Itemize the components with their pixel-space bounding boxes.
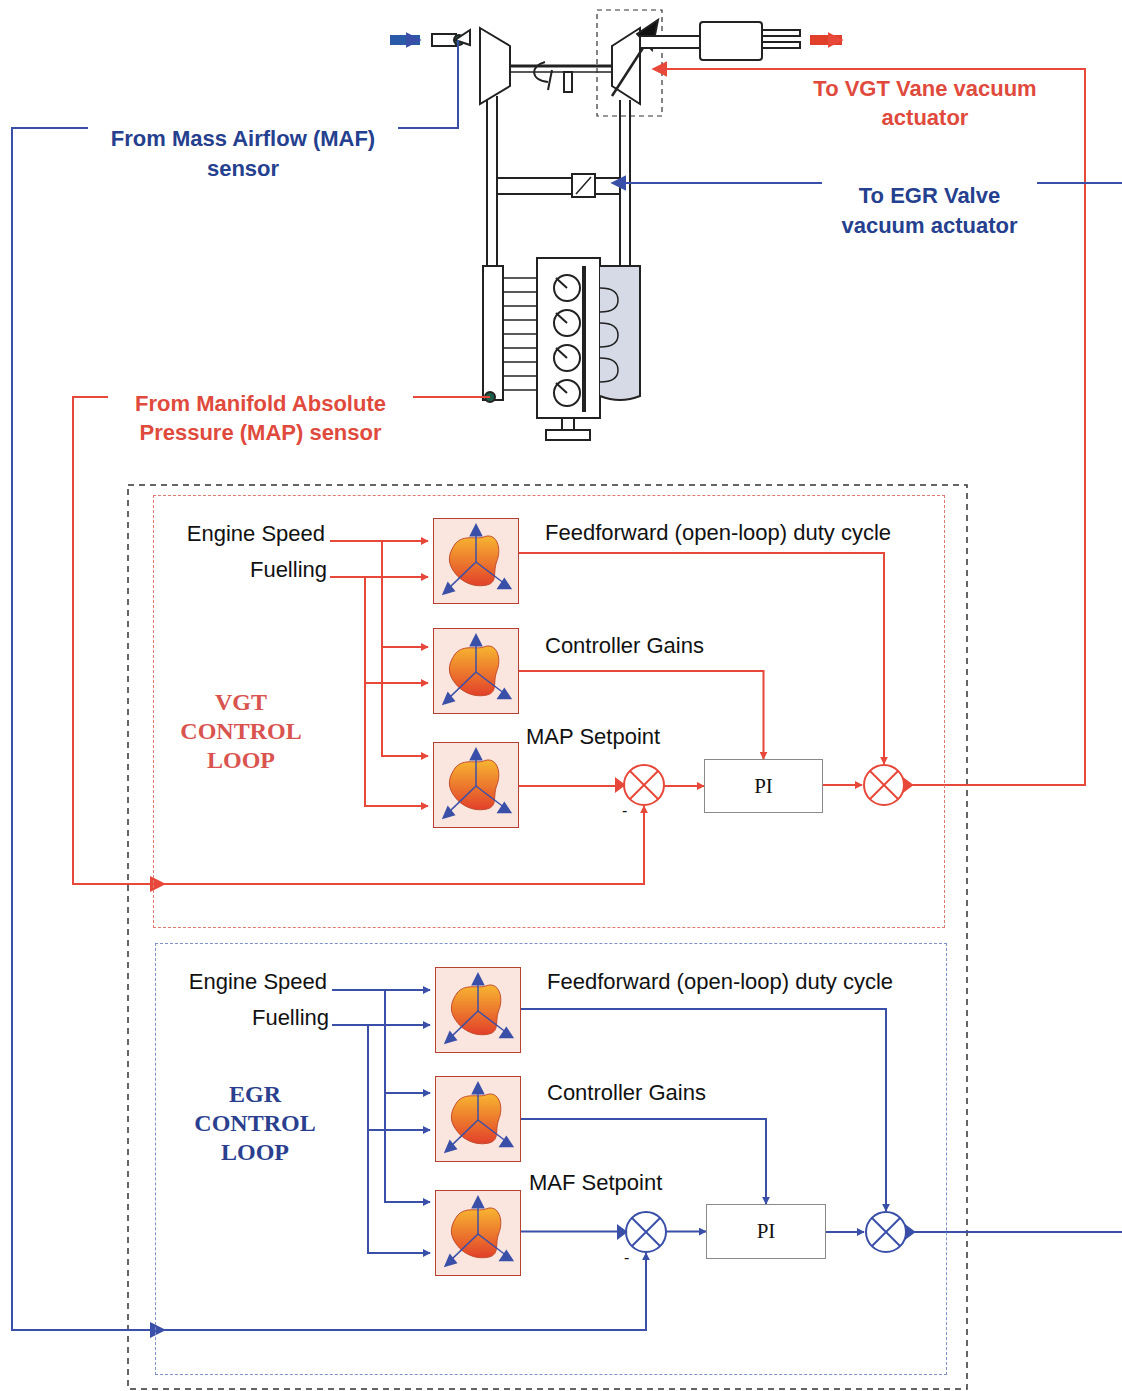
map-caption: MAF Setpoint — [527, 1170, 664, 1196]
lookup-map-box: Controller Gains — [433, 628, 519, 714]
controller-frame — [128, 485, 967, 1389]
map-icon — [434, 519, 518, 603]
map-icon — [436, 968, 520, 1052]
block-label: PI — [754, 774, 773, 799]
map-icon — [436, 1077, 520, 1161]
input-signal-label: Engine Speed — [127, 969, 327, 995]
signal-callout: From Manifold Absolute Pressure (MAP) se… — [108, 389, 413, 447]
lookup-map-box: Controller Gains — [435, 1076, 521, 1162]
signal-wires — [12, 40, 1122, 1338]
signal-connector — [521, 1231, 706, 1233]
input-signal-label: Engine Speed — [125, 521, 325, 547]
loop-title: EGR CONTROL LOOP — [185, 1080, 325, 1167]
block-label: PI — [757, 1219, 776, 1244]
input-signal-label: Fuelling — [127, 557, 327, 583]
signal-connector — [519, 785, 704, 787]
map-caption: Controller Gains — [545, 1080, 708, 1106]
signal-connector — [519, 671, 764, 759]
lookup-map-box: Feedforward (open-loop) duty cycle — [435, 967, 521, 1053]
map-caption: Controller Gains — [543, 633, 706, 659]
input-signal-label: Fuelling — [129, 1005, 329, 1031]
map-caption: Feedforward (open-loop) duty cycle — [545, 969, 895, 995]
signal-callout: To VGT Vane vacuum actuator — [785, 74, 1065, 132]
loop-title: VGT CONTROL LOOP — [171, 688, 311, 775]
lookup-map-box: MAP Setpoint — [433, 742, 519, 828]
signal-callout: To EGR Valve vacuum actuator — [822, 181, 1037, 241]
pi-controller-box: PI — [706, 1204, 826, 1259]
map-icon — [434, 629, 518, 713]
signal-connector — [521, 1119, 766, 1204]
pi-controller-box: PI — [704, 759, 823, 813]
sign-label: - — [624, 1249, 634, 1267]
signal-callout: From Mass Airflow (MAF) sensor — [88, 124, 398, 184]
lookup-map-box: MAF Setpoint — [435, 1190, 521, 1276]
map-icon — [436, 1191, 520, 1275]
map-caption: MAP Setpoint — [524, 724, 662, 750]
map-caption: Feedforward (open-loop) duty cycle — [543, 520, 893, 546]
sign-label: - — [622, 802, 632, 820]
lookup-map-box: Feedforward (open-loop) duty cycle — [433, 518, 519, 604]
map-icon — [434, 743, 518, 827]
